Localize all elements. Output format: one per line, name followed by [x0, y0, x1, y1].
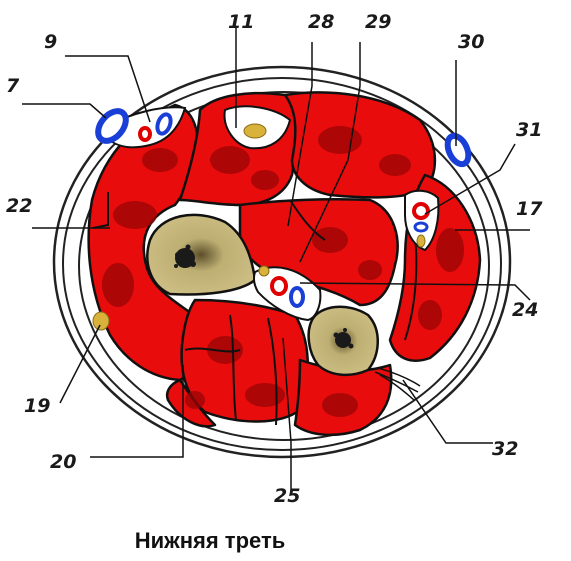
vessels: [92, 108, 472, 401]
label-29: 29: [365, 11, 391, 33]
nerve-31: [416, 234, 426, 248]
vein-saphenous-left: [95, 108, 129, 144]
figure-caption: Нижняя треть: [134, 528, 286, 553]
artery-24: [270, 276, 288, 296]
nerve-19: [92, 311, 110, 331]
label-11: 11: [228, 11, 254, 33]
labels: 9 11 28 29 30 7 31 22 17 24 19 20 25 32: [6, 11, 543, 507]
nerve-11: [243, 123, 267, 139]
label-28: 28: [308, 11, 334, 33]
label-22: 22: [6, 195, 32, 217]
label-32: 32: [492, 438, 518, 460]
muscle-texture: [102, 126, 464, 417]
nerve-24: [258, 265, 270, 277]
leader-lines: [22, 26, 531, 492]
label-24: 24: [512, 299, 538, 321]
vein-9: [155, 112, 173, 136]
interosseous-channel: [253, 266, 322, 322]
tendon-32: [374, 367, 421, 401]
label-9: 9: [44, 31, 57, 53]
label-17: 17: [516, 198, 543, 220]
vein-24: [289, 286, 305, 308]
label-20: 20: [50, 451, 76, 473]
artery-31: [412, 202, 430, 220]
label-19: 19: [24, 395, 50, 417]
fat-space-right: [404, 189, 440, 252]
label-31: 31: [516, 119, 542, 141]
bones: [146, 213, 379, 377]
bone-tibia-marrow: [174, 244, 196, 268]
label-25: 25: [274, 485, 300, 507]
artery-9: [138, 126, 152, 142]
vein-31: [413, 221, 429, 233]
vein-saphenous-right: [444, 132, 472, 168]
bone-fibula-marrow: [333, 328, 354, 349]
label-7: 7: [6, 75, 20, 97]
label-30: 30: [458, 31, 484, 53]
